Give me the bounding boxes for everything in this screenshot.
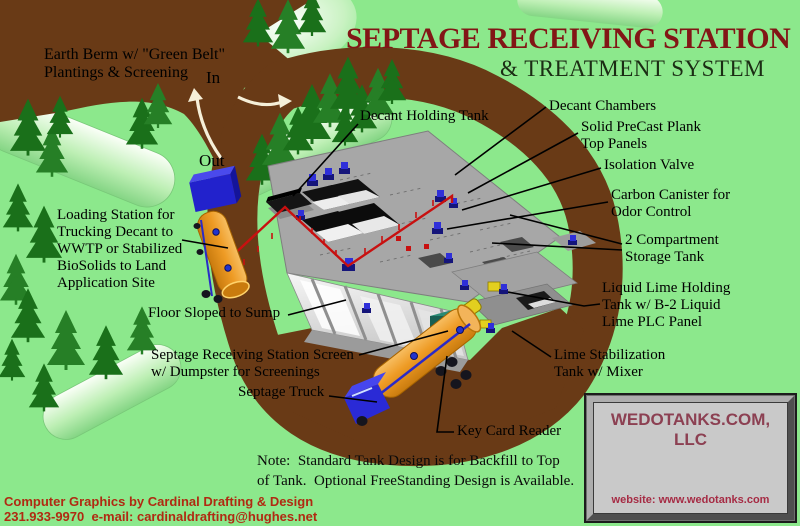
- company-name: WEDOTANKS.COM, LLC: [610, 410, 771, 449]
- label-isolation-valve: Isolation Valve: [604, 157, 695, 173]
- label-lime-stabilization: Lime Stabilization Tank w/ Mixer: [554, 347, 666, 380]
- label-septage-truck: Septage Truck: [238, 384, 325, 400]
- in-arrow: [237, 95, 283, 107]
- label-floor-sloped: Floor Sloped to Sump: [148, 305, 281, 321]
- credits-line1: Computer Graphics by Cardinal Drafting &…: [4, 494, 314, 509]
- loading-truck: [189, 165, 250, 303]
- brand-box: WEDOTANKS.COM, LLC website: www.wedotank…: [584, 393, 797, 523]
- page-title: SEPTAGE RECEIVING STATION: [346, 22, 791, 55]
- design-note: Note: Standard Tank Design is for Backfi…: [257, 453, 575, 489]
- label-key-card-reader: Key Card Reader: [457, 423, 562, 439]
- company-website: website: www.wedotanks.com: [611, 494, 770, 506]
- credits: Computer Graphics by Cardinal Drafting &…: [4, 494, 317, 524]
- septage-truck-cab: [344, 372, 390, 424]
- credits-line2: 231.933-9970 e-mail: cardinaldrafting@hu…: [4, 509, 318, 524]
- out-arrow: [195, 97, 223, 159]
- decant-holding-tank-graphic: [266, 188, 314, 219]
- brand-box-frame: WEDOTANKS.COM, LLC website: www.wedotank…: [587, 396, 794, 520]
- label-out: Out: [199, 151, 225, 170]
- page-subtitle: & TREATMENT SYSTEM: [500, 56, 766, 81]
- berm-mound-top-right: [517, 0, 663, 28]
- label-decant-chambers: Decant Chambers: [549, 98, 657, 114]
- label-earth-berm: Earth Berm w/ "Green Belt" Plantings & S…: [44, 46, 226, 82]
- label-septage-screen: Septage Receiving Station Screen w/ Dump…: [151, 347, 354, 380]
- label-two-compartment: 2 Compartment Storage Tank: [625, 232, 719, 265]
- label-decant-holding-tank: Decant Holding Tank: [360, 108, 489, 124]
- brand-box-panel: WEDOTANKS.COM, LLC website: www.wedotank…: [593, 402, 788, 514]
- label-loading-station: Loading Station for Trucking Decant to W…: [57, 207, 183, 291]
- traffic-arrows: [188, 88, 292, 159]
- label-solid-precast: Solid PreCast Plank Top Panels: [581, 119, 702, 152]
- valve-equipment: [342, 190, 577, 333]
- tank-structure: [221, 130, 596, 372]
- label-liquid-lime: Liquid Lime Holding Tank w/ B-2 Liquid L…: [602, 280, 731, 330]
- label-carbon-canister: Carbon Canister for Odor Control: [611, 187, 731, 220]
- septage-truck-graphic: [344, 304, 482, 426]
- label-in: In: [206, 68, 221, 87]
- pointer-lines: [181, 106, 623, 433]
- decant-chambers-graphic: [302, 179, 400, 242]
